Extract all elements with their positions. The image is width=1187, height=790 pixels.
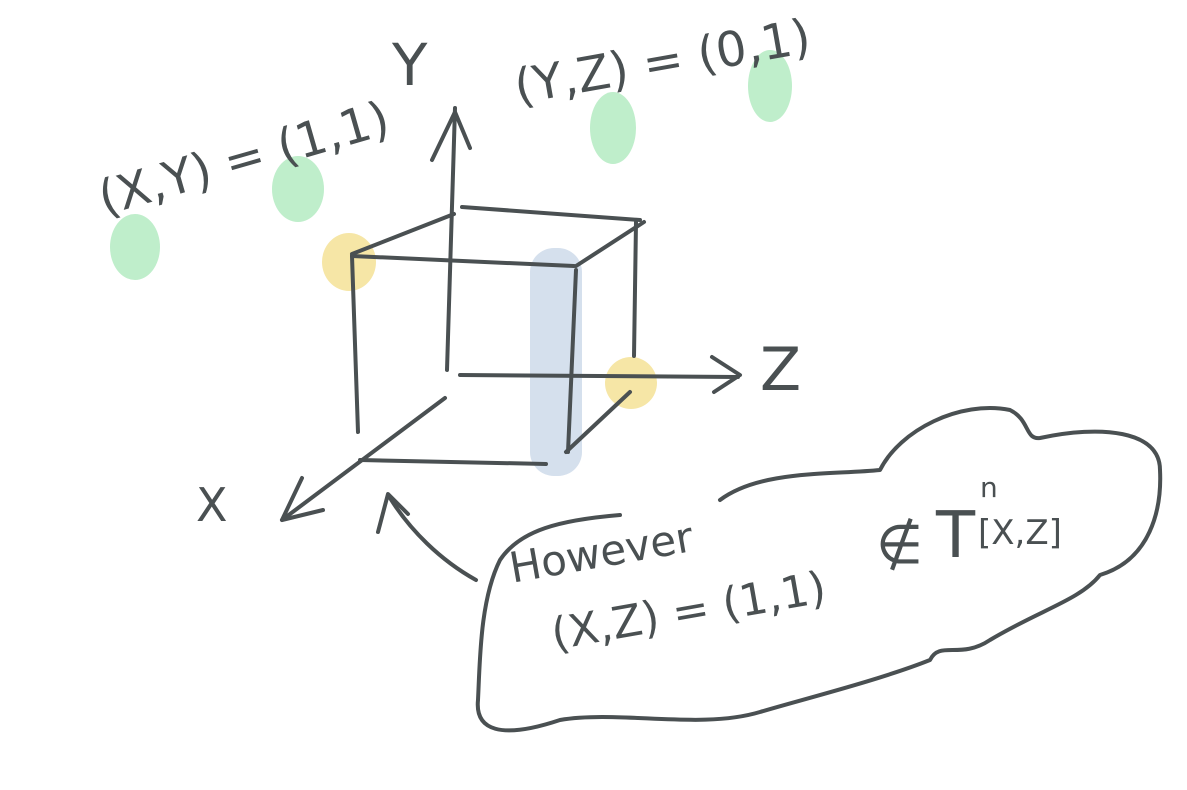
z-axis-label: Z <box>760 335 802 405</box>
not-in-symbol: ∉ <box>876 513 924 576</box>
cube-front-top-edge <box>350 254 576 268</box>
cube-front-right-edge <box>566 268 578 454</box>
pointer-arrowhead <box>376 492 410 534</box>
set-t-symbol: T <box>936 499 976 573</box>
pointer-arrow-line <box>388 496 478 582</box>
yellow-highlight-top-left <box>322 233 376 291</box>
set-t-subscript: [X,Z] <box>978 513 1062 553</box>
cube-back-right-edge <box>632 220 638 358</box>
note-cloud-outline <box>475 406 1163 733</box>
y-axis-label: Y <box>392 31 428 99</box>
cube-top-right-diagonal <box>574 220 646 268</box>
z-axis-line <box>458 373 740 379</box>
green-highlight-y <box>110 214 160 280</box>
green-highlight-1a <box>272 156 324 222</box>
cube-front-left-edge <box>350 254 360 434</box>
x-axis-label: X <box>196 478 228 532</box>
cube-back-top-edge <box>460 205 642 222</box>
z-axis-arrowhead <box>710 355 742 394</box>
cube-top-left-diagonal <box>350 212 456 256</box>
yellow-highlight-right <box>605 357 657 409</box>
cube-bottom-right-diagonal <box>564 390 632 454</box>
x-axis-arrowhead <box>280 476 325 522</box>
green-highlight-z <box>590 92 636 164</box>
green-highlight-1b <box>748 50 792 122</box>
y-axis-line <box>445 106 457 372</box>
y-axis-arrowhead <box>430 110 472 162</box>
cube-front-bottom-edge <box>358 458 548 466</box>
set-t-superscript: n <box>980 471 998 504</box>
